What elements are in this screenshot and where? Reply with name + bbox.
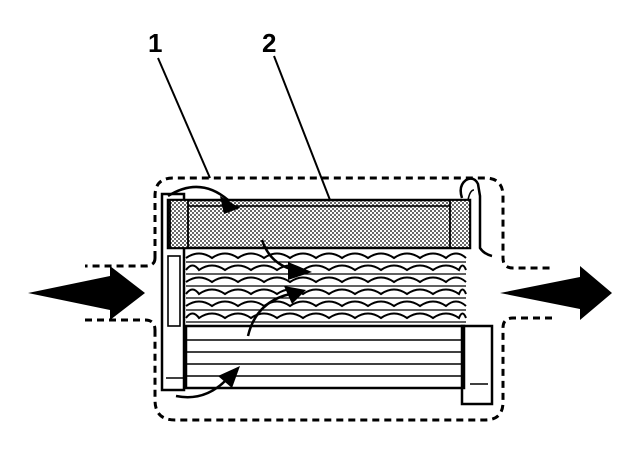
right-end-tank	[460, 324, 494, 406]
right-clip	[459, 177, 493, 258]
flow-arrow-bottom-icon	[175, 377, 229, 399]
flow-arrowhead-top-icon	[220, 196, 240, 214]
flow-arrowhead-bottom-icon	[218, 366, 240, 388]
fin-row	[185, 276, 467, 284]
flow-arrowhead-mid2-icon	[284, 286, 306, 304]
callout-1-leader	[157, 57, 211, 179]
filter-media	[166, 198, 472, 250]
flow-arrow-mid2-icon	[246, 292, 291, 337]
fin-row	[185, 264, 467, 272]
flow-arrows	[167, 185, 312, 399]
flow-arrowhead-mid1-icon	[288, 262, 312, 280]
inlet-arrow-icon	[28, 266, 145, 320]
callout-2-leader	[273, 55, 331, 201]
callout-2-label: 2	[262, 28, 276, 58]
callout-1-label: 1	[148, 28, 162, 58]
outlet-arrow-icon	[500, 266, 612, 320]
right-clip-inner	[467, 189, 475, 201]
fin-row	[185, 312, 467, 320]
fin-row	[185, 300, 467, 308]
fin-core	[185, 252, 467, 323]
flow-arrow-top-icon	[167, 185, 229, 201]
fin-row	[185, 288, 467, 296]
fin-row	[185, 252, 467, 260]
